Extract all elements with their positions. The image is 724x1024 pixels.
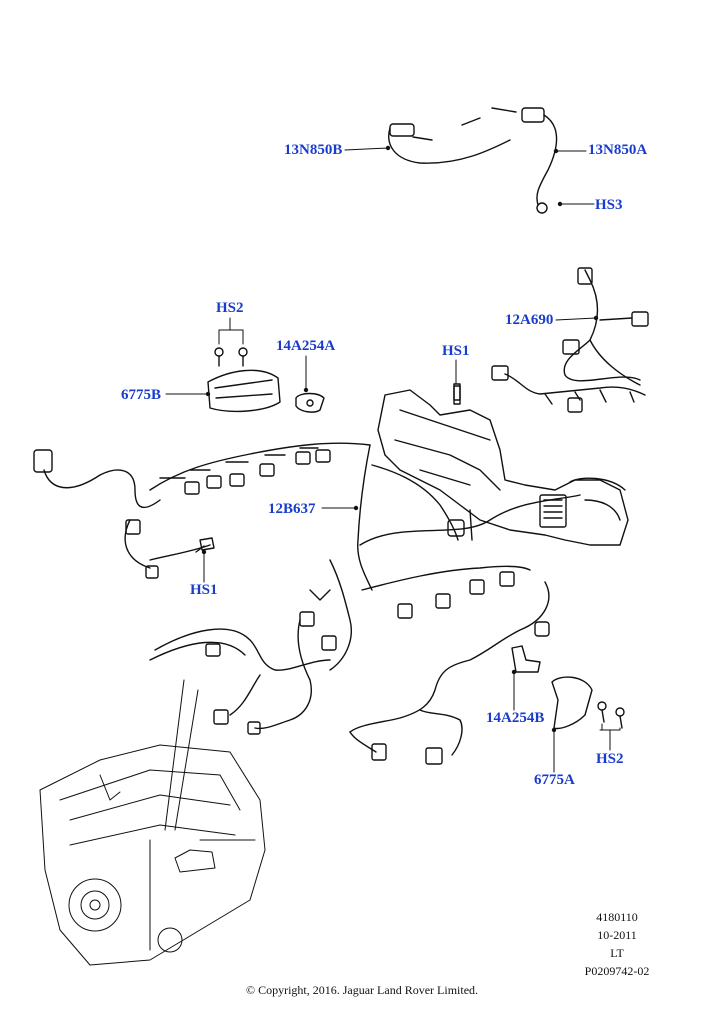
bolts-hs2-right: [597, 701, 625, 729]
bolt-hs1-left: [195, 537, 215, 553]
callout-6775a[interactable]: 6775A: [534, 772, 575, 788]
leader-dots: [201, 145, 599, 733]
bolts-hs2-top: [214, 347, 248, 367]
callout-13n850b[interactable]: 13N850B: [284, 142, 343, 158]
callout-hs2-right[interactable]: HS2: [596, 751, 624, 767]
leader-lines: [164, 147, 621, 831]
callout-hs1-top[interactable]: HS1: [442, 343, 470, 359]
callout-hs1-left[interactable]: HS1: [190, 582, 218, 598]
callout-6775b[interactable]: 6775B: [121, 387, 162, 403]
copyright-notice: © Copyright, 2016. Jaguar Land Rover Lim…: [245, 983, 479, 997]
callout-14a254a[interactable]: 14A254A: [276, 338, 336, 354]
callout-14a254b[interactable]: 14A254B: [486, 710, 545, 726]
callout-13n850a[interactable]: 13N850A: [588, 142, 648, 158]
bracket-6775b: [207, 369, 281, 413]
drawing-reference: P0209742-02: [584, 964, 650, 978]
sensor-lead-13n850: [388, 107, 558, 214]
sensor-14a254b: [511, 645, 541, 673]
sensor-14a254a: [295, 392, 325, 413]
main-harness-12b637: [33, 442, 581, 765]
callout-12a690[interactable]: 12A690: [505, 312, 554, 328]
drawing-date: 10-2011: [597, 928, 637, 942]
intake-manifold: [377, 383, 629, 546]
bracket-6775a: [551, 676, 593, 730]
callout-hs3[interactable]: HS3: [595, 197, 623, 213]
callout-hs2-top[interactable]: HS2: [216, 300, 244, 316]
drawing-number: 4180110: [596, 910, 638, 924]
drawing-language: LT: [610, 946, 624, 960]
bolt-hs1-top: [453, 385, 461, 405]
callout-12b637[interactable]: 12B637: [268, 501, 316, 517]
engine-locator-sketch: [39, 744, 266, 966]
harness-12a690: [491, 267, 649, 413]
